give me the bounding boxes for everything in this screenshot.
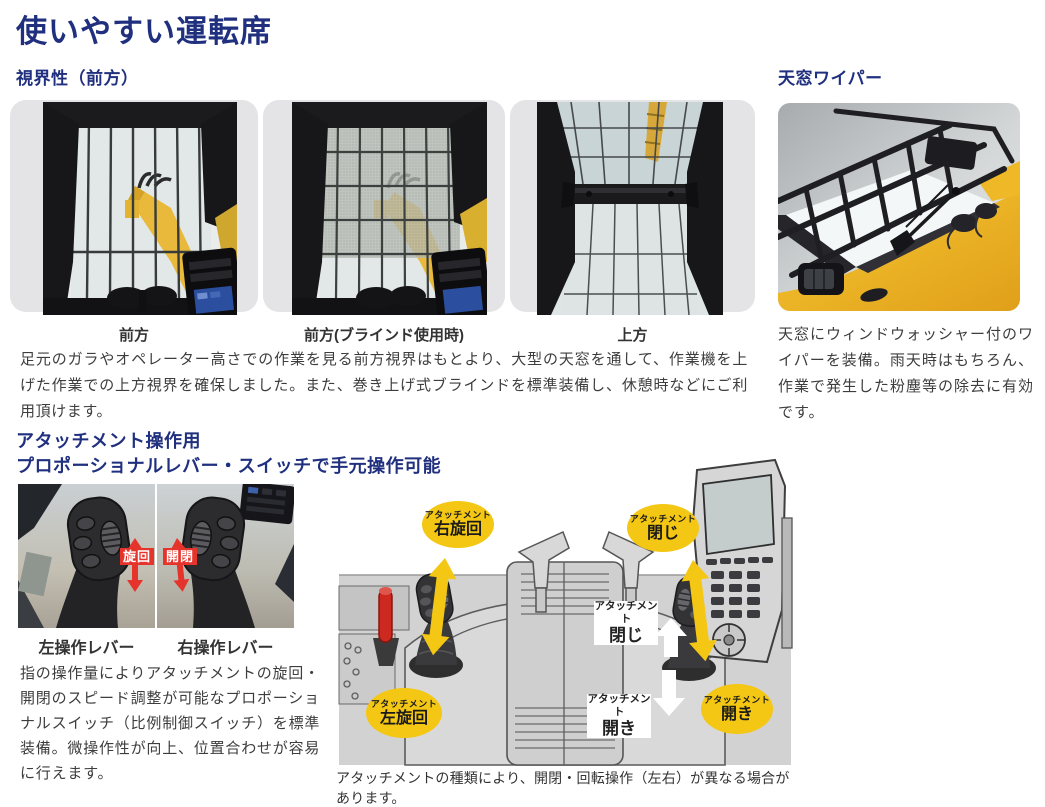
label-attachment-close-bubble: アタッチメント 閉じ [627, 504, 699, 552]
label-attachment-left-swing: アタッチメント 左旋回 [366, 688, 442, 738]
right-lever-caption: 右操作レバー [177, 640, 274, 657]
close-direction-arrow-icon [655, 618, 687, 657]
forward-blind-illustration [292, 102, 487, 315]
attachment-heading: アタッチメント操作用 プロポーショナルレバー・スイッチで手元操作可能 [16, 429, 441, 479]
window-guard-grid [322, 117, 458, 299]
front-window-grid [564, 203, 697, 315]
monitor-buttons [706, 557, 773, 618]
joystick-grip [56, 570, 120, 628]
wiper-heading: 天窓ワイパー [778, 69, 883, 88]
caption-upward: 上方 [617, 327, 648, 344]
attachment-heading-line2: プロポーショナルレバー・スイッチで手元操作可能 [16, 456, 442, 476]
label-attachment-close-box: アタッチメント 閉じ [594, 600, 658, 645]
open-close-badge: 開閉 [163, 548, 198, 565]
attachment-body-text: 指の操作量によりアタッチメントの旋回・開閉のスピード調整が可能なプロポーショナル… [20, 665, 321, 782]
joystick-grip [191, 570, 255, 628]
forward-view-illustration [43, 102, 237, 315]
skylight-wiper-arm [890, 184, 960, 256]
washer-unit [951, 214, 977, 232]
attachment-heading-line1: アタッチメント操作用 [16, 431, 201, 451]
photo-forward-view [43, 102, 237, 315]
roll-up-blind [320, 118, 460, 258]
wiper-body-text: 天窓にウィンドウォッシャー付のワイパーを装備。雨天時はもちろん、作業で発生した粉… [778, 326, 1035, 421]
cab-monitor [182, 247, 237, 315]
label-attachment-open-bubble: アタッチメント 開き [701, 684, 773, 734]
photo-divider [155, 484, 157, 628]
skylight-glass [786, 169, 994, 267]
cab-monitor [431, 247, 487, 315]
seat-hatching [515, 573, 615, 749]
monitor-panel [691, 458, 793, 664]
cab-monitor-small [239, 484, 294, 525]
label-attachment-right-swing: アタッチメント 右旋回 [422, 501, 494, 548]
open-direction-arrow-icon [653, 670, 685, 716]
skylight-grid [559, 102, 703, 185]
visibility-heading: 視界性（前方） [16, 69, 139, 88]
right-lever-photo [157, 484, 294, 628]
window-guard-bars [73, 117, 209, 299]
photo-upward-view [537, 102, 723, 315]
caption-forward-blind: 前方(ブラインド使用時) [304, 327, 464, 344]
work-light [798, 263, 844, 295]
skylight-wiper-illustration [778, 103, 1020, 311]
diagram-note: アタッチメントの種類により、開閉・回転操作（左右）が異なる場合があります。 [336, 770, 790, 806]
label-attachment-open-box: アタッチメント 開き [587, 693, 651, 738]
left-lever-caption: 左操作レバー [38, 640, 135, 657]
guard-box [924, 136, 978, 170]
right-swing-arrow-icon [681, 560, 717, 662]
seat-levers [517, 530, 655, 613]
upward-view-illustration [537, 102, 723, 315]
right-lever-illustration [157, 484, 294, 628]
bolt-holes [343, 642, 362, 700]
swing-badge: 旋回 [120, 548, 155, 565]
joystick-head [66, 496, 132, 582]
swing-arrow-icon [127, 538, 143, 592]
photo-forward-blind-view [292, 102, 487, 315]
visibility-body-text: 足元のガラやオペレーター高さでの作業を見る前方視界はもとより、大型の天窓を通して… [20, 351, 748, 420]
joystick-head [180, 496, 246, 582]
left-swing-arrow-icon [421, 558, 457, 656]
red-lever [373, 587, 399, 666]
photo-control-levers: 旋回 開閉 [18, 484, 294, 628]
photo-skylight-wiper [778, 103, 1020, 311]
page-title: 使いやすい運転席 [16, 14, 272, 49]
caption-forward: 前方 [118, 327, 149, 344]
